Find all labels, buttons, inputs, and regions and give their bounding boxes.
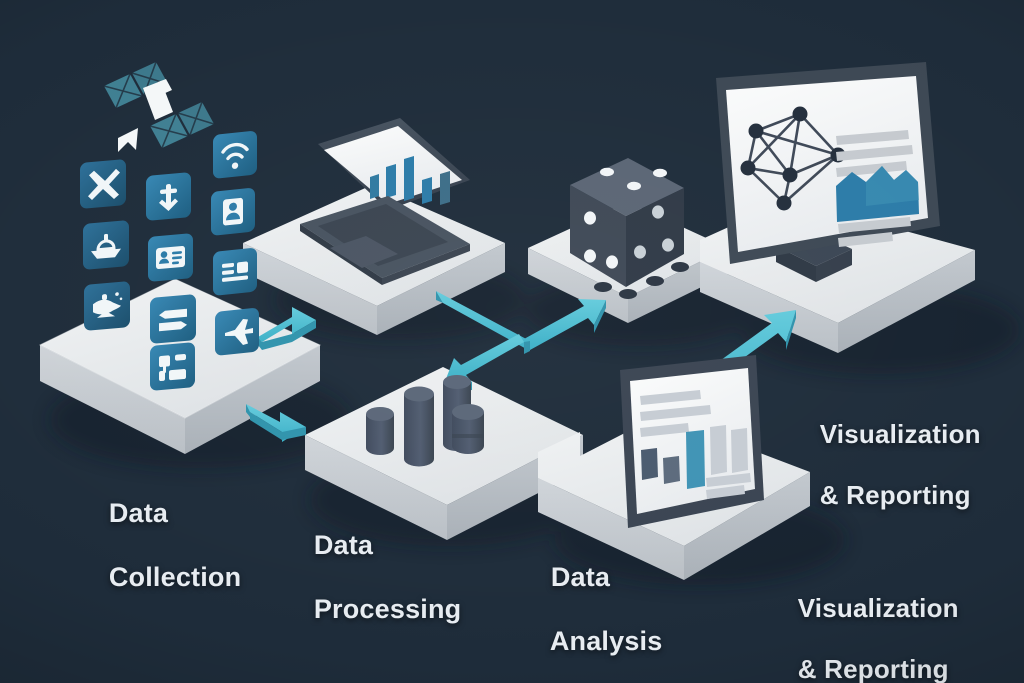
contact-card-icon[interactable] (148, 233, 193, 282)
laptop-bar-chart (370, 156, 450, 205)
aircraft-icon[interactable] (80, 159, 126, 209)
cylinder-4 (452, 404, 484, 454)
dice-pips (584, 167, 667, 269)
arrow-collection-to-processing-lower (246, 404, 306, 442)
boat-icon[interactable] (83, 220, 129, 270)
laptop-device[interactable] (300, 118, 470, 285)
tablet-text-lines (640, 390, 711, 437)
arrow-branch-y (436, 291, 606, 392)
monitor-device[interactable] (716, 62, 940, 282)
monitor-area-chart (836, 166, 919, 247)
tablet-device[interactable] (620, 355, 764, 528)
airplane-icon[interactable] (215, 307, 259, 356)
anchor-icon[interactable] (146, 172, 191, 221)
document-card-icon[interactable] (213, 247, 257, 296)
monitor-text-lines (836, 130, 913, 177)
arrow-collection-to-processing (258, 307, 316, 350)
cylinder-2 (404, 386, 434, 467)
tablet-report-chart (641, 425, 751, 499)
network-graph (740, 106, 846, 211)
satellite-icon (103, 61, 215, 152)
data-cylinders[interactable] (366, 375, 484, 467)
dice-cube[interactable] (570, 158, 684, 287)
analysis-platform-dots (594, 262, 689, 299)
id-card-icon[interactable] (211, 187, 255, 236)
dice-pips-right (634, 205, 674, 259)
submarine-icon[interactable] (84, 281, 130, 331)
signpost-icon[interactable] (150, 294, 196, 344)
wifi-icon[interactable] (213, 130, 257, 179)
chart-tile-icon[interactable] (150, 342, 195, 391)
cylinder-1 (366, 407, 394, 455)
